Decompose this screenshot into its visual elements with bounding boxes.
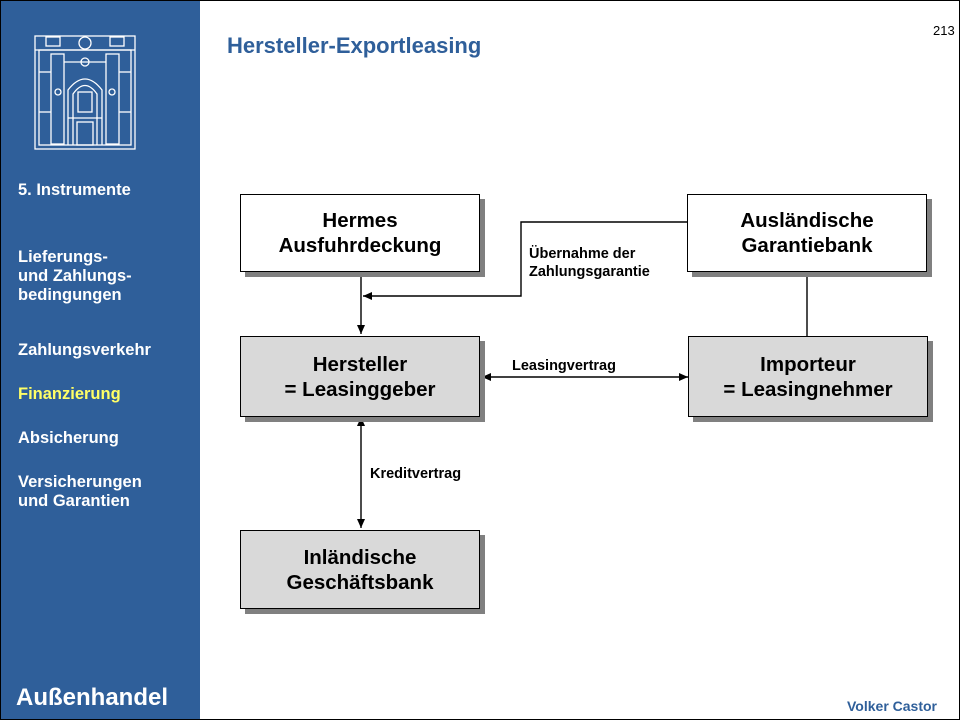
sidebar-item-lieferungsbedingungen[interactable]: Lieferungs- und Zahlungs- bedingungen	[18, 248, 132, 304]
sidebar-item-zahlungsverkehr[interactable]: Zahlungsverkehr	[18, 341, 151, 359]
building-logo-icon	[34, 35, 136, 150]
sidebar: 5. Instrumente Lieferungs- und Zahlungs-…	[1, 1, 200, 719]
author-name: Volker Castor	[847, 698, 937, 714]
sidebar-footer-title: Außenhandel	[16, 684, 169, 711]
edge-garantie	[363, 221, 687, 300]
sidebar-section-title[interactable]: 5. Instrumente	[18, 181, 131, 199]
edge-label-garantie: Übernahme der Zahlungsgarantie	[529, 245, 650, 281]
node-garantiebank: Ausländische Garantiebank	[687, 194, 927, 272]
node-hermes: Hermes Ausfuhrdeckung	[240, 194, 480, 272]
node-hersteller: Hersteller = Leasinggeber	[240, 336, 480, 417]
edge-label-leasing: Leasingvertrag	[512, 357, 616, 375]
node-geschaeftsbank: Inländische Geschäftsbank	[240, 530, 480, 609]
sidebar-item-finanzierung[interactable]: Finanzierung	[18, 385, 121, 403]
page-title: Hersteller-Exportleasing	[227, 33, 482, 58]
sidebar-item-absicherung[interactable]: Absicherung	[18, 429, 119, 447]
edge-label-kredit: Kreditvertrag	[370, 465, 462, 483]
page-number: 213	[933, 23, 955, 38]
sidebar-item-versicherungen[interactable]: Versicherungen und Garantien	[18, 473, 142, 510]
node-importeur: Importeur = Leasingnehmer	[688, 336, 928, 417]
